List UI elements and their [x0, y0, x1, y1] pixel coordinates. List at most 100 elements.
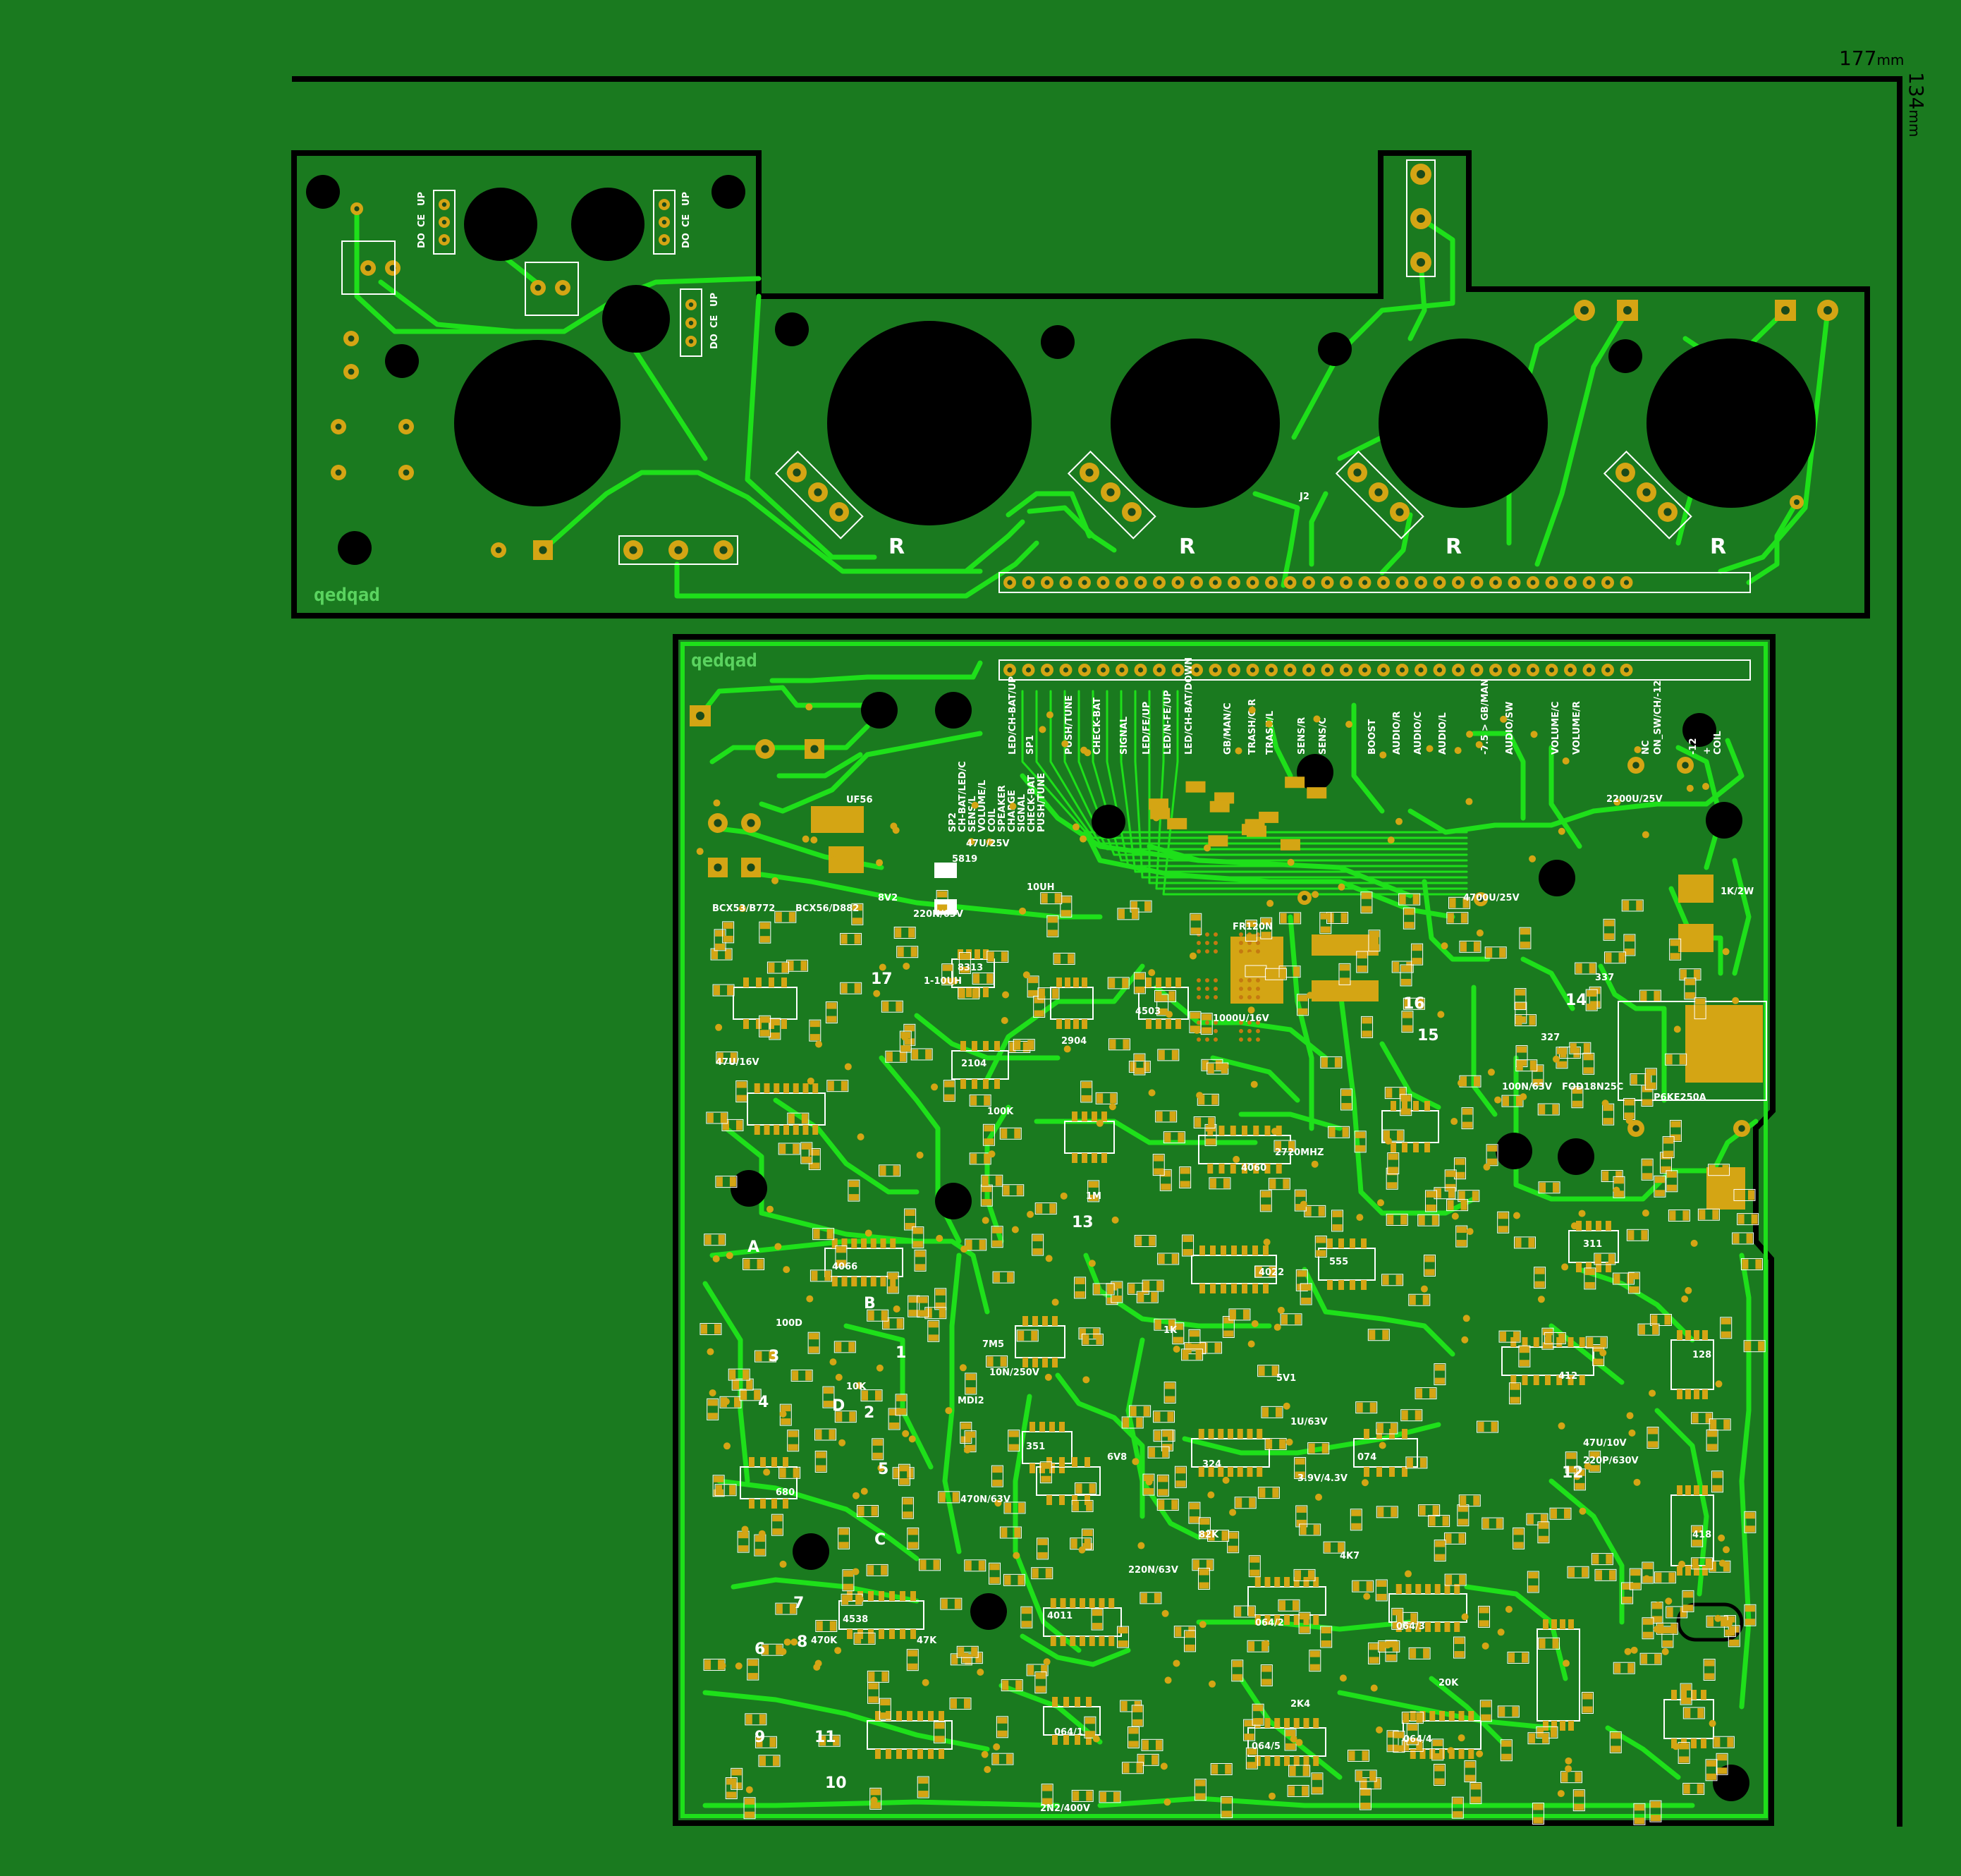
via — [1290, 1735, 1297, 1743]
smd-outline — [1453, 1636, 1466, 1659]
smd-pad — [1178, 1132, 1185, 1143]
via — [1199, 1621, 1206, 1628]
pad-drill — [1568, 580, 1573, 585]
ic-pin — [972, 1041, 977, 1051]
smd-pad — [1539, 1638, 1546, 1649]
signal-label: SENS/R — [1297, 717, 1307, 755]
smd-pad — [908, 1663, 918, 1670]
pot-outline — [1603, 450, 1692, 540]
pad-drill — [335, 423, 342, 430]
dimension-lines: 177mm 134mm — [292, 47, 1928, 1827]
signal-label: AUDIO/R — [1392, 711, 1403, 755]
smd-pad — [841, 1080, 848, 1091]
smd-outline — [906, 1649, 919, 1671]
via — [1476, 1750, 1484, 1758]
mounting-hole-12 — [1092, 805, 1125, 839]
block-number: D — [832, 1397, 845, 1415]
smd-pad — [1611, 1732, 1621, 1739]
knob-opening-1 — [454, 340, 621, 506]
smd-pad — [1232, 1674, 1242, 1681]
via — [1579, 1507, 1587, 1515]
smd-pad — [1002, 1680, 1009, 1691]
mounting-holes — [306, 175, 1816, 1801]
smd-pad — [1054, 893, 1061, 903]
via — [1404, 1570, 1412, 1578]
smd-pad — [1300, 1613, 1310, 1620]
smd-pad — [1406, 1457, 1413, 1468]
smd-pad — [1624, 1112, 1635, 1119]
thermal-via — [1214, 995, 1218, 999]
signal-label: SP1 — [1025, 735, 1036, 755]
pad-drill — [1605, 580, 1611, 585]
ic-pin — [1050, 1598, 1056, 1608]
smd-outline — [969, 1152, 991, 1165]
smd-pad — [816, 1621, 823, 1631]
smd-pad — [997, 1717, 1008, 1724]
thermal-via — [1197, 941, 1201, 945]
ic-pin — [1361, 1280, 1367, 1290]
smd-pad — [1573, 1047, 1580, 1058]
smd-outline — [1350, 1509, 1362, 1531]
smd-pad — [944, 1094, 955, 1101]
smd-pad — [1221, 1797, 1232, 1804]
smd-pad — [1321, 1443, 1328, 1454]
smd-pad — [1165, 1396, 1175, 1403]
smd-pad — [965, 1373, 976, 1380]
smd-pad — [1400, 1108, 1411, 1115]
via — [1625, 1116, 1633, 1124]
smd-pad — [1185, 1644, 1195, 1651]
ic-pin — [1405, 1584, 1412, 1594]
smd-pad — [787, 961, 794, 971]
via — [1633, 1478, 1641, 1486]
via — [1709, 1719, 1716, 1727]
smd-outline — [1163, 1131, 1185, 1144]
smd-outline — [1691, 1412, 1713, 1425]
via — [1108, 1103, 1116, 1111]
via — [1044, 1373, 1052, 1381]
smd-pad — [989, 1564, 1000, 1571]
smd-pad — [829, 1430, 836, 1440]
smd-pad — [1608, 1570, 1615, 1580]
smd-pad — [1574, 1790, 1584, 1797]
pad-drill — [354, 206, 360, 212]
via — [1248, 706, 1256, 714]
via — [892, 827, 900, 834]
smd-pad — [1534, 1267, 1545, 1274]
via — [1458, 1734, 1465, 1742]
via — [713, 799, 721, 807]
ic-pin — [1568, 1337, 1574, 1347]
ic-pin — [1086, 1697, 1092, 1707]
svg-text:UP: UP — [709, 293, 720, 307]
smd-outline — [1458, 1190, 1480, 1202]
smd-pad — [1642, 1099, 1652, 1106]
smd-pad — [1128, 1741, 1139, 1748]
smd-outline — [1198, 1517, 1211, 1540]
smd-pad — [1208, 835, 1228, 847]
ic-pin — [812, 1083, 819, 1093]
smd-outline — [1644, 1068, 1657, 1090]
smd-outline — [1581, 1691, 1594, 1714]
pad-drill — [1381, 667, 1386, 673]
signal-label: + — [1702, 747, 1713, 755]
smd-pad — [1292, 1600, 1299, 1611]
ic-pin — [1156, 1019, 1161, 1029]
smd-pad — [1135, 973, 1145, 980]
smd-pad — [1351, 1523, 1362, 1530]
smd-pad — [1266, 969, 1273, 980]
smd-pad — [870, 1802, 881, 1809]
smd-pad — [1189, 1330, 1199, 1337]
smd-pad — [1221, 1810, 1232, 1817]
smd-outline — [1733, 1188, 1756, 1201]
smd-pad — [960, 953, 970, 960]
smd-pad — [1130, 1061, 1137, 1072]
pad-drill — [1306, 667, 1312, 673]
part-label: 47U/25V — [966, 839, 1010, 849]
smd-outline — [826, 1080, 849, 1092]
smd-outline — [999, 1127, 1022, 1140]
smd-pad — [729, 1485, 736, 1495]
pad-drill — [403, 423, 410, 430]
smd-pad — [740, 1389, 747, 1400]
smd-pad — [1393, 1731, 1404, 1738]
smd-pad — [1541, 1733, 1548, 1743]
smd-pad — [1007, 1272, 1014, 1283]
